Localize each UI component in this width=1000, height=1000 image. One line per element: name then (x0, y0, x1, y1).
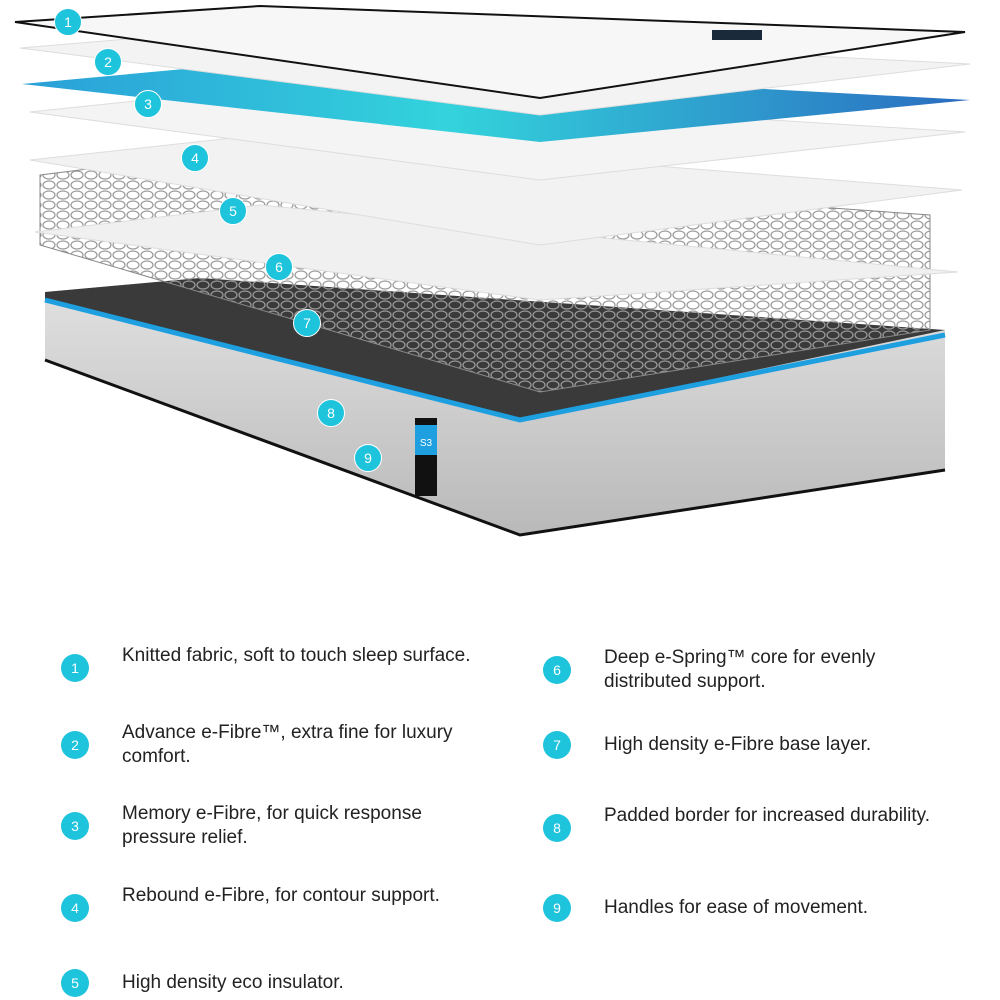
legend-number-badge: 8 (543, 814, 571, 842)
callout-marker-1: 1 (54, 8, 82, 36)
callout-marker-8: 8 (317, 399, 345, 427)
legend-number-badge: 1 (61, 654, 89, 682)
callout-marker-2: 2 (94, 48, 122, 76)
legend-number-badge: 2 (61, 731, 89, 759)
callout-marker-7: 7 (293, 309, 321, 337)
layer-eco-insulator (34, 204, 959, 301)
legend-number-badge: 6 (543, 656, 571, 684)
legend-number-badge: 7 (543, 731, 571, 759)
callout-marker-6: 6 (265, 253, 293, 281)
mattress-exploded-illustration: S3 (14, 4, 971, 537)
callout-marker-3: 3 (134, 90, 162, 118)
legend-text: Advance e-Fibre™, extra fine for luxury … (122, 722, 453, 767)
legend-text: High density e-Fibre base layer. (604, 734, 872, 755)
legend-text: High density eco insulator. (122, 972, 344, 993)
legend-number-badge: 3 (61, 812, 89, 840)
legend-number-badge: 5 (61, 969, 89, 997)
legend-text: Padded border for increased durability. (604, 805, 931, 826)
legend-text: Deep e-Spring™ core for evenly distribut… (604, 647, 876, 692)
legend-number-badge: 9 (543, 894, 571, 922)
callout-marker-4: 4 (181, 144, 209, 172)
callout-marker-9: 9 (354, 444, 382, 472)
layer-rebound-efibre (29, 134, 963, 246)
legend-text: Handles for ease of movement. (604, 897, 869, 918)
legend-text: Rebound e-Fibre, for contour support. (122, 885, 440, 906)
legend-text: Memory e-Fibre, for quick response press… (122, 803, 422, 848)
svg-text:S3: S3 (420, 438, 433, 449)
legend-number-badge: 4 (61, 894, 89, 922)
callout-marker-5: 5 (219, 197, 247, 225)
layer-knitted-fabric (14, 4, 966, 100)
legend-text: Knitted fabric, soft to touch sleep surf… (122, 645, 471, 666)
